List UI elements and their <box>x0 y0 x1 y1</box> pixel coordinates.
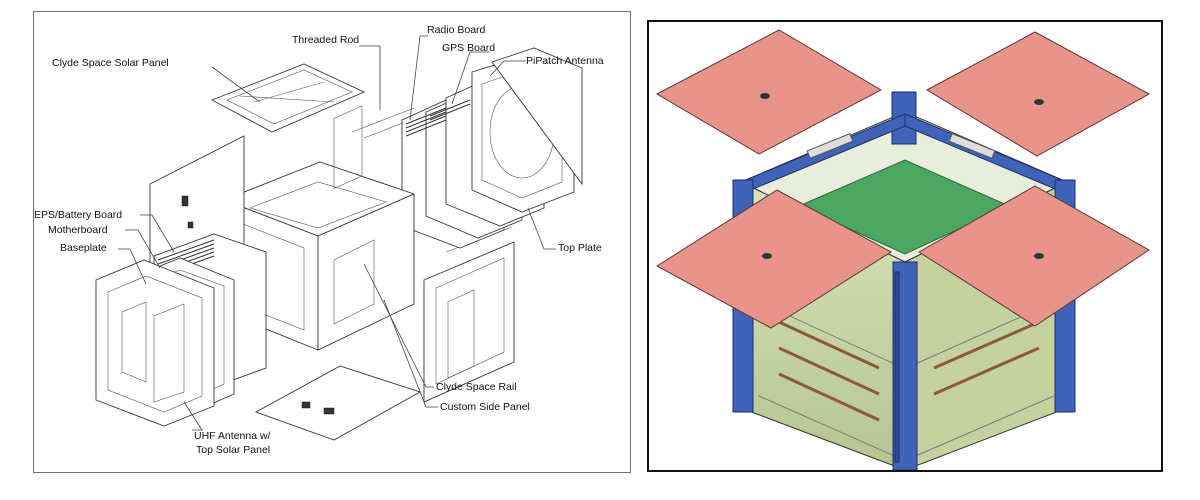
label-baseplate: Baseplate <box>60 242 107 254</box>
panel-holes <box>760 93 1044 259</box>
label-uhf-antenna-line2: Top Solar Panel <box>196 444 271 456</box>
label-threaded-rod: Threaded Rod <box>292 34 360 46</box>
motherboard-stack <box>95 233 267 427</box>
cubesat-render <box>655 29 1151 470</box>
side-panel-part <box>423 241 515 403</box>
label-custom-side-panel: Custom Side Panel <box>440 401 530 413</box>
exploded-diagram <box>95 35 583 441</box>
label-eps-battery-board: EPS/Battery Board <box>34 209 123 221</box>
solar-panel-back-left <box>655 29 883 155</box>
hinges <box>806 133 996 159</box>
solar-panels <box>655 29 1151 329</box>
solar-panel-front-left <box>656 189 892 329</box>
label-solar-panel: Clyde Space Solar Panel <box>52 57 169 69</box>
exploded-diagram-panel: Threaded Rod Radio Board GPS Board PiPat… <box>33 11 631 473</box>
label-uhf-antenna-line1: UHF Antenna w/ <box>194 430 271 442</box>
bottom-panel-part <box>254 365 422 441</box>
solar-panel-back-right <box>925 31 1151 157</box>
label-radio-board: Radio Board <box>427 24 486 36</box>
label-gps-board: GPS Board <box>442 42 496 54</box>
solar-panel-part <box>210 63 366 133</box>
leader-lines <box>118 35 556 431</box>
label-clyde-space-rail: Clyde Space Rail <box>436 381 517 393</box>
cubesat-render-panel <box>647 20 1163 472</box>
top-plate-part <box>471 47 583 213</box>
label-top-plate: Top Plate <box>558 242 602 254</box>
label-motherboard: Motherboard <box>48 224 108 236</box>
label-pipatch-antenna: PiPatch Antenna <box>526 55 604 67</box>
